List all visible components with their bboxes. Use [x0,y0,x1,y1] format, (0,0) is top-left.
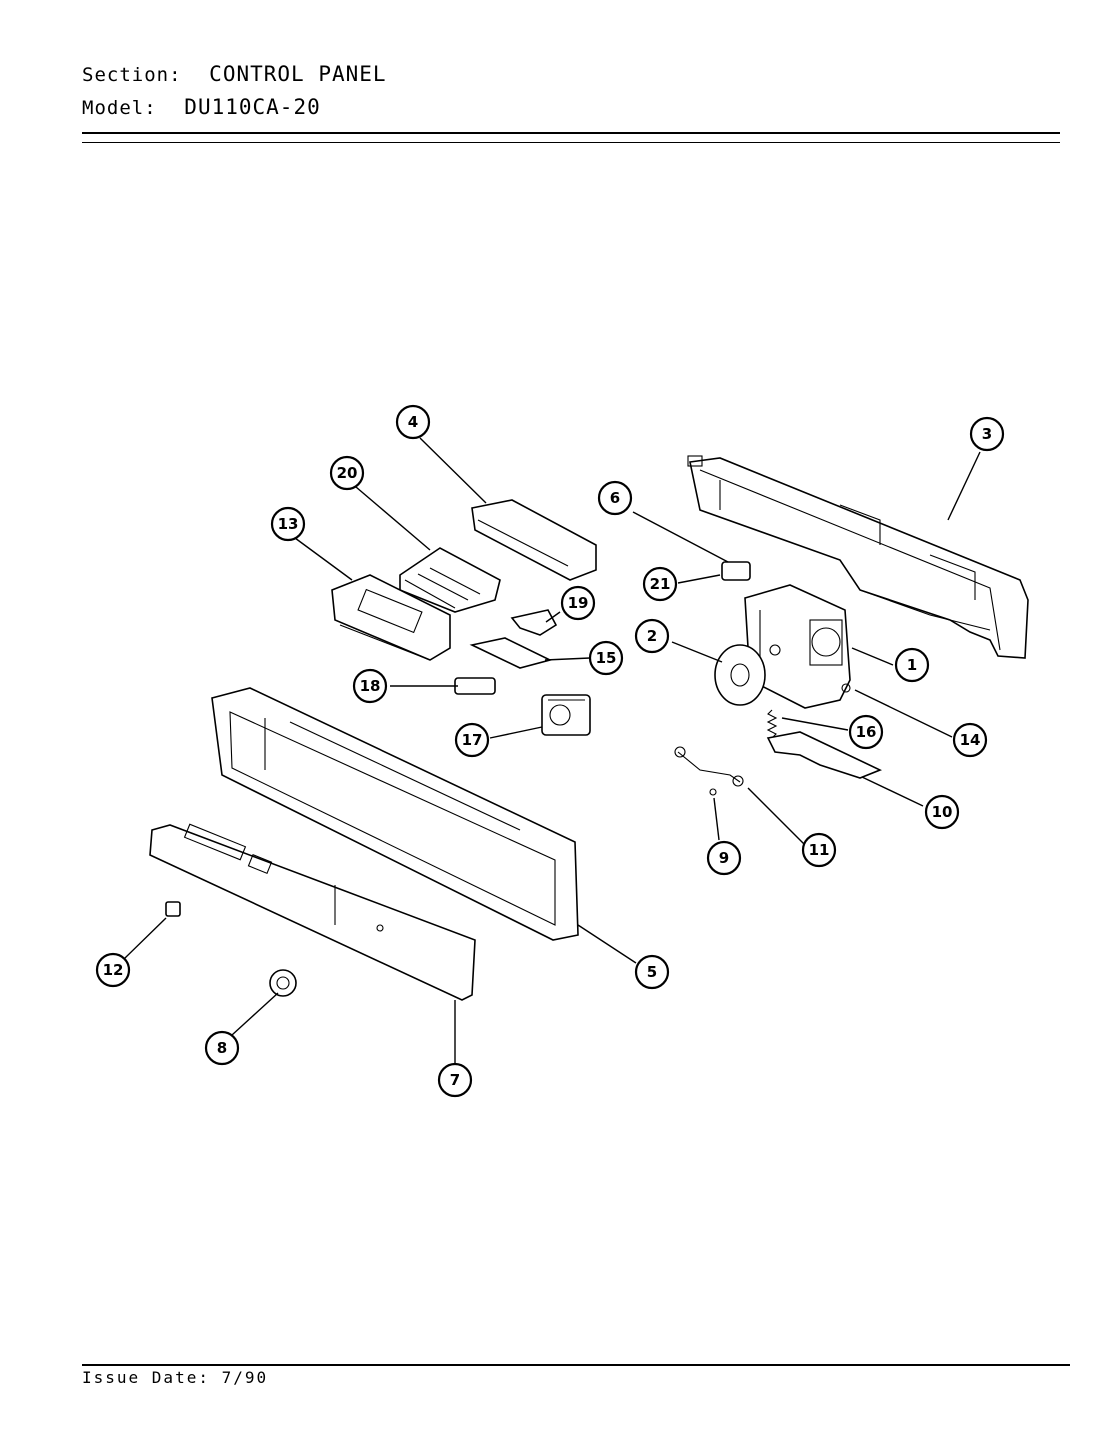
issue-date-value: 7/90 [221,1368,269,1387]
callout-8: 8 [204,1030,240,1066]
callout-13: 13 [270,506,306,542]
section-title: CONTROL PANEL [209,62,387,86]
callout-number: 21 [650,575,671,593]
part-insulator [469,637,553,669]
issue-date: Issue Date: 7/90 [82,1368,268,1387]
part-clip [510,609,558,636]
callout-11: 11 [801,832,837,868]
part-control-panel [211,687,579,941]
callout-number: 19 [568,594,589,612]
callout-number: 17 [462,731,483,749]
callout-number: 11 [809,841,830,859]
part-connector [399,547,501,613]
part-dial [714,644,766,706]
callout-6: 6 [597,480,633,516]
model-label: Model: [82,97,157,119]
callout-4: 4 [395,404,431,440]
callout-number: 14 [960,731,981,749]
part-selector-switch [541,694,591,736]
callout-number: 18 [360,677,381,695]
callout-3: 3 [969,416,1005,452]
part-screw [841,683,851,693]
callout-number: 12 [103,961,124,979]
part-block [721,561,751,581]
callout-number: 20 [337,464,358,482]
callout-16: 16 [848,714,884,750]
callout-number: 15 [596,649,617,667]
callout-number: 6 [610,489,620,507]
model-row: Model: DU110CA-20 [82,95,321,119]
callout-9: 9 [706,840,742,876]
callout-17: 17 [454,722,490,758]
section-label: Section: [82,64,182,86]
part-link [677,751,741,783]
callout-20: 20 [329,455,365,491]
part-switch-bracket [331,574,451,661]
callout-7: 7 [437,1062,473,1098]
model-number: DU110CA-20 [184,95,321,119]
callout-number: 9 [719,849,729,867]
part-button [165,901,181,917]
part-switch [454,677,496,695]
callout-15: 15 [588,640,624,676]
callout-18: 18 [352,668,388,704]
link-end [674,746,686,758]
callout-number: 7 [450,1071,460,1089]
callout-number: 2 [647,627,657,645]
header-rule-top [82,132,1060,134]
issue-date-label: Issue Date: [82,1368,210,1387]
callout-number: 16 [856,723,877,741]
part-washer [709,788,717,796]
footer-rule [82,1364,1070,1366]
leader-lines [124,437,981,1063]
part-lever [766,731,882,779]
callout-19: 19 [560,585,596,621]
callout-number: 1 [907,656,917,674]
callout-number: 13 [278,515,299,533]
part-cover-plate [471,499,597,581]
part-knob [269,969,297,997]
link-end [732,775,744,787]
callout-5: 5 [634,954,670,990]
callout-12: 12 [95,952,131,988]
header-rule-bottom [82,142,1060,143]
callout-number: 8 [217,1039,227,1057]
callout-number: 3 [982,425,992,443]
callout-number: 5 [647,963,657,981]
callout-14: 14 [952,722,988,758]
callout-number: 4 [408,413,418,431]
part-spring [766,709,778,739]
callout-number: 10 [932,803,953,821]
part-console [149,823,476,1001]
section-row: Section: CONTROL PANEL [82,62,387,86]
callout-21: 21 [642,566,678,602]
dial-hub [730,663,750,687]
part-housing-bracket [687,455,1029,659]
callout-1: 1 [894,647,930,683]
callout-10: 10 [924,794,960,830]
callout-2: 2 [634,618,670,654]
